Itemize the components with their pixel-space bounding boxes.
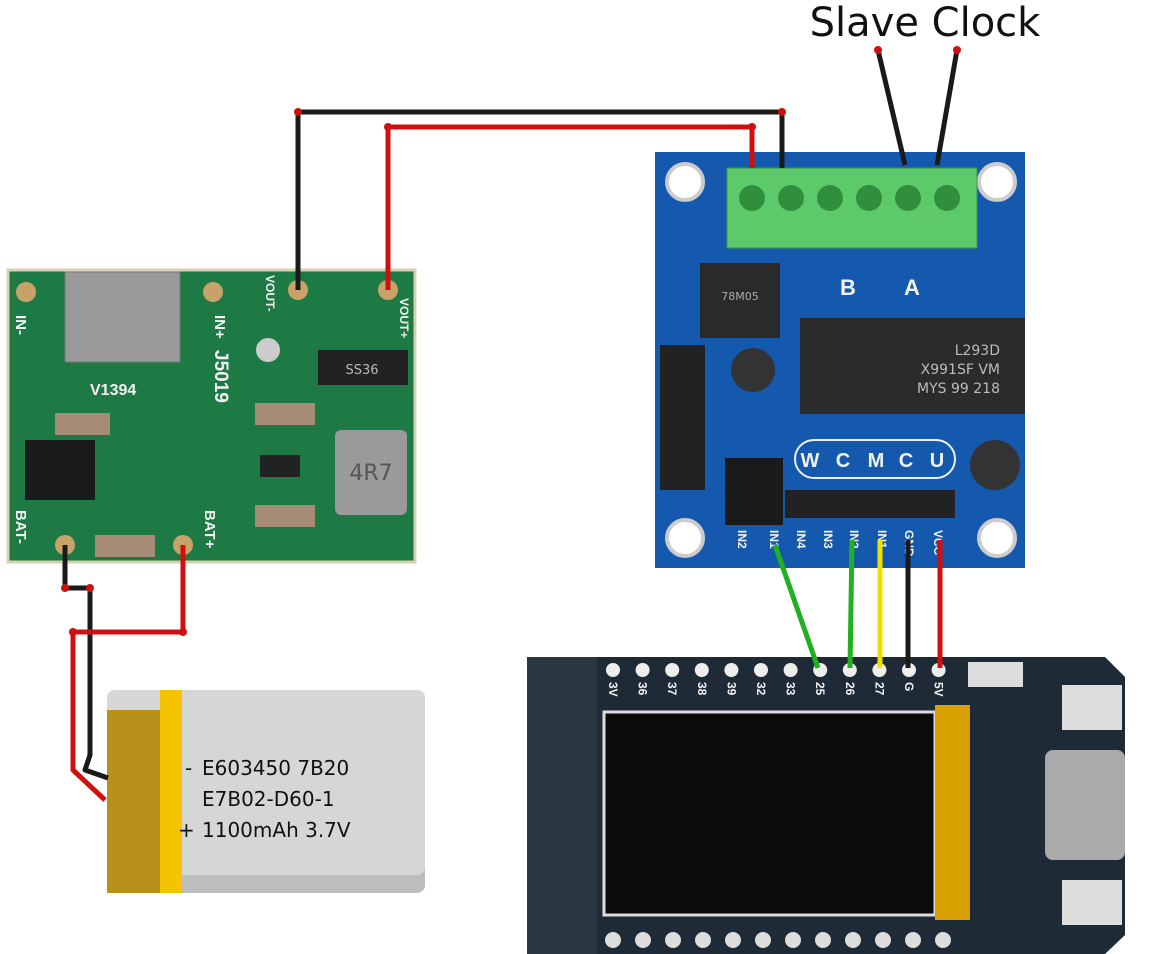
battery-line-2: E7B02-D60-1 (202, 787, 335, 811)
label-motor-a: A (904, 275, 920, 300)
capacitor (731, 348, 775, 392)
pin-in2-a: IN2 (735, 530, 749, 549)
voltage-regulator (700, 263, 780, 338)
regulator-label: 78M05 (721, 290, 759, 303)
pin-in4: IN4 (794, 530, 808, 549)
side-header (660, 345, 705, 490)
inductor-label: 4R7 (349, 461, 392, 486)
mcu-pin-1 (635, 663, 650, 677)
pad-in-plus (203, 282, 223, 302)
pin-header (785, 490, 955, 518)
label-u: U (930, 450, 944, 472)
capacitor-2 (970, 440, 1020, 490)
mcu-pin-9 (872, 663, 887, 677)
mcu-pin-label: 32 (754, 682, 768, 696)
power-switch[interactable] (968, 662, 1023, 687)
mcu-pin-3 (694, 663, 709, 677)
label-c: C (836, 450, 850, 472)
mcu-pin-label: 36 (636, 682, 650, 696)
chip-label-3: MYS 99 218 (917, 381, 1000, 397)
chip-label-2: X991SF VM (921, 362, 1000, 378)
mcu-pin-label: G (902, 682, 916, 691)
mcu-pin-label: 37 (665, 682, 679, 696)
label-vout-plus: VOUT+ (397, 298, 411, 338)
wire-vout-plus (385, 124, 755, 290)
screw-terminal (726, 167, 978, 249)
display-flex (935, 705, 970, 920)
mcu-pin-label: 5V (932, 682, 946, 697)
diode (318, 350, 408, 385)
label-c2: C (899, 450, 913, 472)
wires (62, 49, 960, 802)
charger-boost-board: SS36 4R7 V1394 IN- IN+ J5019 VOUT- VOUT+… (6, 268, 417, 564)
lipo-battery: - + E603450 7B20 E7B02-D60-1 1100mAh 3.7… (107, 690, 425, 893)
mcu-pin-label: 25 (813, 682, 827, 696)
inductor (335, 430, 407, 515)
charger-ic (25, 440, 95, 500)
button-bottom[interactable] (1062, 880, 1122, 925)
esp32-display-board: 3V 36 37 38 39 32 33 25 26 27 G 5V (527, 657, 1125, 954)
mcu-pin-label: 39 (724, 682, 738, 696)
battery-minus: - (185, 756, 192, 780)
l293d-chip (800, 318, 1025, 414)
battery-plus: + (178, 818, 195, 842)
wire-bat-minus (62, 545, 109, 781)
jumpers (725, 458, 783, 525)
wire-vout-minus (295, 109, 785, 290)
pin-in3: IN3 (821, 530, 835, 549)
pad-in-minus (16, 282, 36, 302)
battery-line-1: E603450 7B20 (202, 756, 349, 780)
mcu-pin-5 (754, 663, 768, 677)
l293d-driver-board: 78M05 B A L293D X991SF VM MYS 99 218 W C… (655, 152, 1025, 568)
wire-clock-1 (875, 49, 908, 166)
wire-clock-2 (934, 49, 960, 166)
label-motor-b: B (840, 275, 856, 300)
diode-label: SS36 (345, 363, 378, 378)
label-vout-minus: VOUT- (263, 275, 277, 312)
label-m: M (868, 450, 885, 472)
mcu-pin-2 (665, 663, 680, 677)
mcu-pin-label: 38 (695, 682, 709, 696)
label-in-minus: IN- (12, 315, 29, 335)
wire-in1-25 (772, 544, 821, 669)
diagram-title: Slave Clock (810, 0, 1042, 46)
wire-in2-26 (847, 539, 855, 669)
chip-label: L293D (955, 343, 1000, 359)
label-bat-plus: BAT+ (201, 510, 218, 549)
button-top[interactable] (1062, 685, 1122, 730)
usb-c-port-mcu (1045, 750, 1125, 860)
label-bat-minus: BAT- (12, 510, 29, 544)
mcu-pin-label: 33 (784, 682, 798, 696)
label-in-plus: IN+ (211, 315, 228, 339)
mcu-pin-label: 3V (606, 682, 620, 697)
label-w: W (801, 450, 820, 472)
mcu-pin-6 (783, 663, 798, 677)
mcu-pin-label: 27 (872, 682, 886, 696)
mcu-pin-8 (842, 663, 857, 677)
usb-c-port (64, 271, 181, 363)
lcd-screen (602, 710, 937, 917)
mcu-pin-0 (606, 663, 620, 677)
label-model: J5019 (210, 350, 231, 403)
mcu-pin-label: 26 (843, 682, 857, 696)
mcu-pin-4 (724, 663, 739, 677)
pin-in1-a: IN1 (767, 530, 781, 549)
label-code: V1394 (90, 382, 136, 399)
battery-line-3: 1100mAh 3.7V (202, 818, 351, 842)
